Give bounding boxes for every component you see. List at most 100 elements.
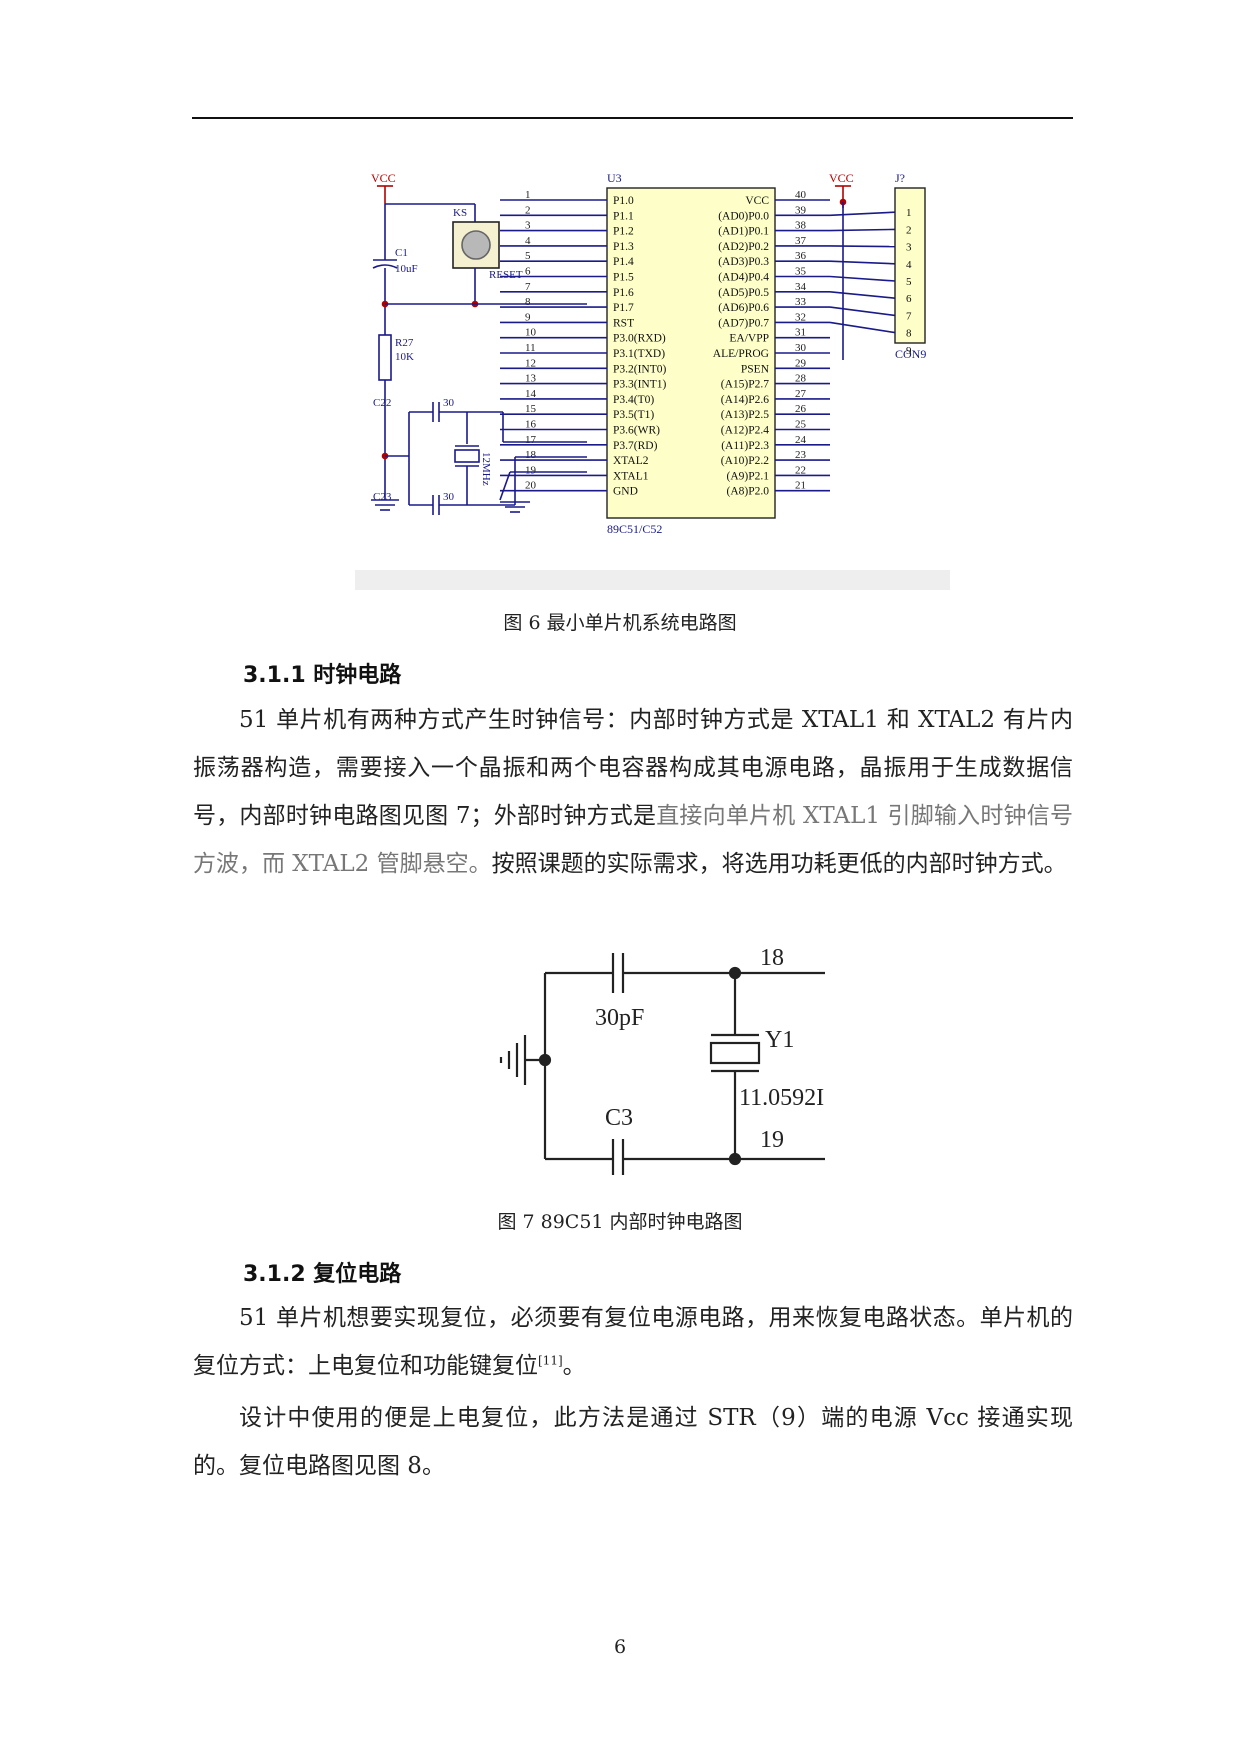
connector-pin-number: 2: [906, 224, 912, 236]
right-pin-name: (A13)P2.5: [721, 409, 769, 421]
right-pin-name: (A15)P2.7: [721, 379, 769, 391]
right-pin-name: (A10)P2.2: [721, 455, 769, 467]
right-pin-number: 28: [795, 373, 807, 385]
left-pin-number: 8: [525, 296, 531, 308]
right-pin-name: (A8)P2.0: [727, 486, 770, 498]
c22-value: 30: [443, 397, 455, 409]
left-pin-name: P3.7(RD): [613, 440, 658, 452]
figure-7-schematic: 18 30pF Y1 11.0592I 19 C3: [475, 935, 835, 1175]
right-pin-name: (AD6)P0.6: [718, 302, 769, 314]
left-pin-name: P1.4: [613, 256, 634, 268]
left-pin-name: P1.5: [613, 272, 634, 284]
left-pin-name: P3.2(INT0): [613, 363, 667, 375]
page-number: 6: [613, 1636, 627, 1658]
figure-6-caption: 图 6 最小单片机系统电路图: [503, 612, 737, 634]
crystal-value: 12MHz: [480, 452, 492, 486]
switch-ref: KS: [453, 207, 467, 219]
left-pin-name: P1.3: [613, 241, 634, 253]
left-pin-name: P1.2: [613, 226, 634, 238]
right-pin-name: (A14)P2.6: [721, 394, 769, 406]
right-pin-name: (A12)P2.4: [721, 425, 769, 437]
right-pin-name: (AD7)P0.7: [718, 317, 769, 329]
left-pin-name: RST: [613, 317, 634, 329]
left-pin-name: P3.4(T0): [613, 394, 654, 406]
right-pin-name: VCC: [745, 195, 769, 207]
left-pin-name: P1.7: [613, 302, 634, 314]
left-pin-number: 2: [525, 204, 531, 216]
left-pin-name: XTAL2: [613, 455, 649, 467]
chip-model: 89C51/C52: [607, 522, 662, 536]
c22-ref: C22: [373, 397, 391, 409]
left-pin-number: 16: [525, 419, 537, 431]
clock-paragraph: 51 单片机有两种方式产生时钟信号：内部时钟方式是 XTAL1 和 XTAL2 …: [193, 696, 1073, 888]
connector-pin-number: 5: [906, 276, 912, 288]
chip-ref: U3: [607, 171, 622, 185]
left-pin-number: 18: [525, 449, 537, 461]
right-pin-name: ALE/PROG: [713, 348, 769, 360]
left-pin-number: 10: [525, 327, 537, 339]
connector-pin-number: 6: [906, 293, 912, 305]
clock-paragraph-part-c: 按照课题的实际需求，将选用功耗更低的内部时钟方式。: [491, 851, 1067, 877]
right-pin-name: (AD2)P0.2: [718, 241, 769, 253]
left-pin-number: 12: [525, 357, 536, 369]
right-pin-name: (A9)P2.1: [727, 470, 770, 482]
connector-pin-number: 7: [906, 310, 912, 322]
left-pin-name: XTAL1: [613, 470, 649, 482]
vcc-label-right: VCC: [829, 171, 854, 185]
c1-value: 10uF: [395, 263, 418, 275]
section-heading-reset: 3.1.2 复位电路: [243, 1262, 402, 1287]
right-pin-name: (AD1)P0.1: [718, 226, 769, 238]
bus-line: [829, 245, 896, 248]
connector-body: [894, 187, 926, 344]
figure-7-caption: 图 7 89C51 内部时钟电路图: [497, 1211, 743, 1233]
right-pin-number: 33: [795, 296, 807, 308]
connector-pin-number: 9: [906, 345, 912, 357]
left-pin-name: P3.5(T1): [613, 409, 654, 421]
left-pin-number: 20: [525, 480, 537, 492]
left-pin-number: 17: [525, 434, 537, 446]
right-pin-number: 36: [795, 250, 807, 262]
right-pin-number: 35: [795, 266, 807, 278]
right-pin-name: (A11)P2.3: [721, 440, 769, 452]
left-pin-name: P1.1: [613, 210, 634, 222]
left-pin-number: 13: [525, 373, 537, 385]
figure-7-svg: 18 30pF Y1 11.0592I 19 C3: [499, 945, 825, 1175]
r27-value: 10K: [395, 351, 414, 363]
bus-line: [829, 291, 896, 299]
right-pin-number: 34: [795, 281, 807, 293]
connector-pin-number: 1: [906, 207, 912, 219]
right-pin-name: EA/VPP: [729, 333, 769, 345]
left-pin-number: 1: [525, 189, 531, 201]
right-pin-number: 26: [795, 403, 807, 415]
reset-paragraph-1: 51 单片机想要实现复位，必须要有复位电源电路，用来恢复电路状态。单片机的复位方…: [193, 1294, 1073, 1390]
right-pin-number: 37: [795, 235, 807, 247]
left-pin-number: 3: [525, 220, 531, 232]
left-pin-name: P3.3(INT1): [613, 379, 667, 391]
right-pin-number: 22: [795, 464, 806, 476]
right-pin-number: 38: [795, 220, 807, 232]
connector-pin-number: 8: [906, 328, 912, 340]
left-pin-number: 9: [525, 311, 531, 323]
left-pin-name: P3.6(WR): [613, 425, 660, 437]
left-pin-number: 7: [525, 281, 531, 293]
left-pin-name: P3.1(TXD): [613, 348, 665, 360]
right-pin-name: PSEN: [741, 363, 770, 375]
fig7-cap-bottom-ref: C3: [605, 1105, 633, 1131]
right-pin-number: 27: [795, 388, 807, 400]
reset-paragraph-2: 设计中使用的便是上电复位，此方法是通过 STR（9）端的电源 Vcc 接通实现的…: [193, 1405, 1073, 1479]
right-pin-number: 29: [795, 357, 807, 369]
reset-label: RESET: [489, 269, 523, 281]
bus-line: [829, 321, 896, 334]
connector-ref: J?: [895, 171, 905, 185]
fig7-crystal-value: 11.0592I: [739, 1085, 824, 1111]
c23-value: 30: [443, 491, 455, 503]
connector-name: CON9: [895, 347, 926, 361]
fig7-pin-top: 18: [760, 945, 784, 971]
bus-line: [829, 228, 896, 232]
right-pin-number: 39: [795, 204, 807, 216]
fig7-crystal-ref: Y1: [765, 1027, 794, 1053]
right-pin-number: 24: [795, 434, 807, 446]
left-pin-number: 11: [525, 342, 536, 354]
chip-body: [606, 187, 776, 519]
